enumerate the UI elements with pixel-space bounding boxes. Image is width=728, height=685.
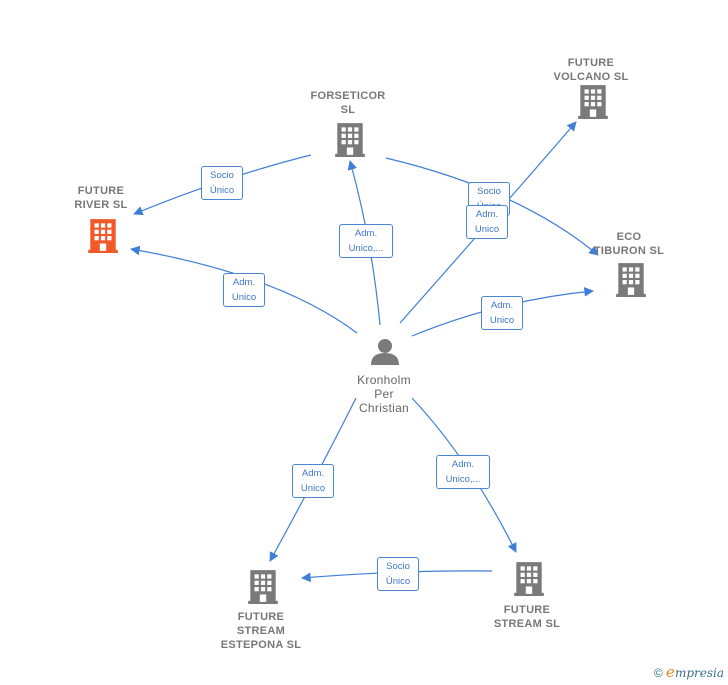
copyright-symbol: © [653,666,663,680]
node-label-future-river[interactable]: FUTURE RIVER SL [74,185,128,211]
edge-label-future-stream-to-future-stream-estepona[interactable]: Socio Único [377,557,419,591]
node-label-future-volcano[interactable]: FUTURE VOLCANO SL [553,57,629,83]
building-icon[interactable] [335,123,365,157]
node-label-kronholm[interactable]: Kronholm Per Christian [357,373,411,415]
edge-label-kronholm-to-future-volcano[interactable]: Adm. Unico [466,205,508,239]
footer-brand: © empresia [654,663,724,681]
edge-label-kronholm-to-future-stream[interactable]: Adm. Unico,... [436,455,490,489]
building-icon[interactable] [248,570,278,604]
edge-label-kronholm-to-future-river[interactable]: Adm. Unico [223,273,265,307]
node-label-forseticor[interactable]: FORSETICOR SL [310,90,386,116]
building-icon[interactable] [88,219,118,253]
edge-label-kronholm-to-eco-tiburon[interactable]: Adm. Unico [481,296,523,330]
brand-name: mpresia [674,666,724,680]
icons-layer [88,85,646,604]
edge-label-kronholm-to-forseticor[interactable]: Adm. Unico,... [339,224,393,258]
edge-label-kronholm-to-future-stream-estepona[interactable]: Adm. Unico [292,464,334,498]
person-icon[interactable] [371,339,399,365]
building-icon[interactable] [578,85,608,119]
node-label-eco-tiburon[interactable]: ECO TIBURON SL [593,231,665,257]
node-label-future-stream-estepona[interactable]: FUTURE STREAM ESTEPONA SL [220,611,302,651]
node-label-future-stream[interactable]: FUTURE STREAM SL [493,604,561,630]
edge-label-forseticor-to-future-river[interactable]: Socio Único [201,166,243,200]
building-icon[interactable] [616,263,646,297]
brand-initial: e [666,663,675,681]
building-icon[interactable] [514,562,544,596]
